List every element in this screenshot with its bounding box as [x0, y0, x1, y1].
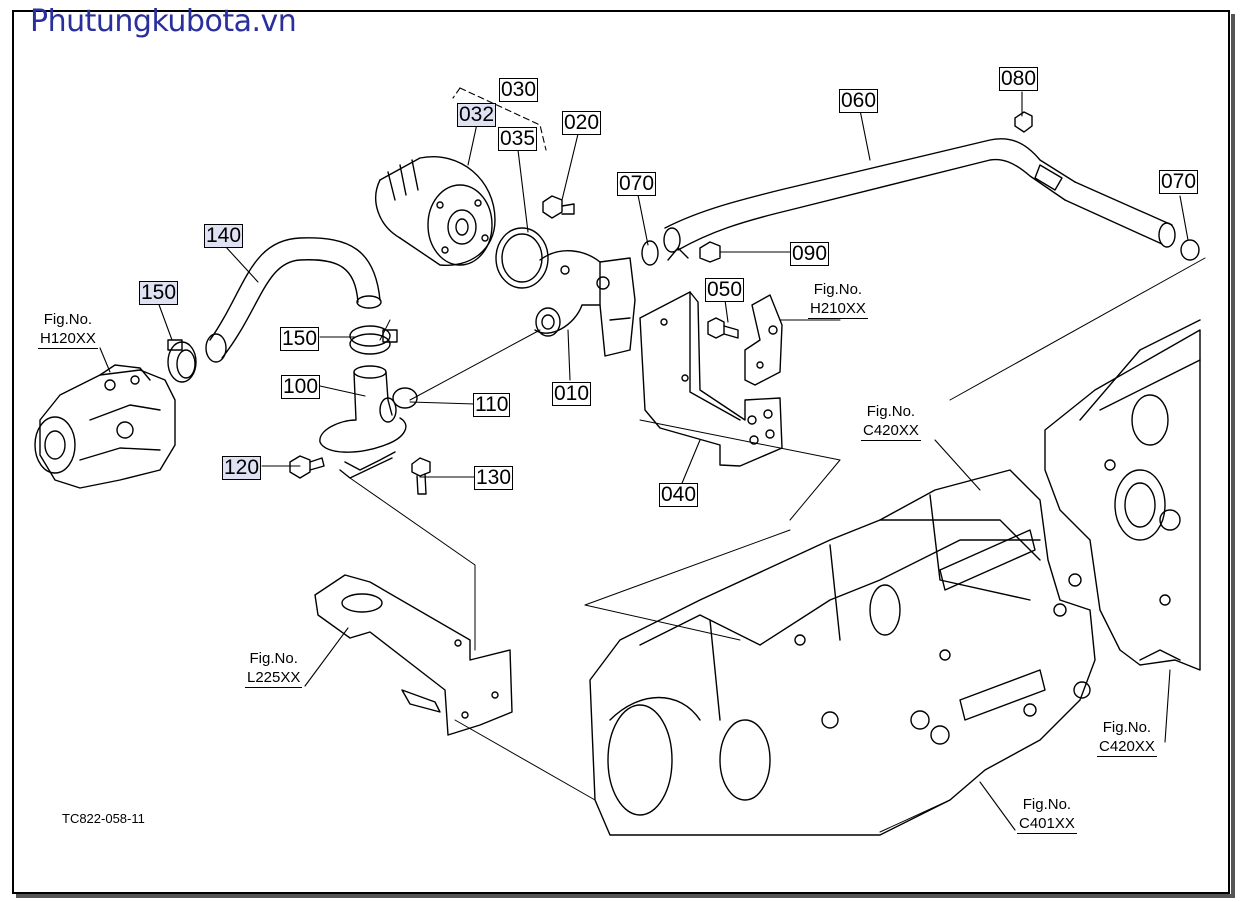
brand-watermark: Phutungkubota.vn [30, 4, 297, 39]
leader-lines [99, 87, 1189, 831]
part-callout-060[interactable]: 060 [839, 89, 879, 113]
bolt-130 [411, 457, 431, 495]
o-ring-035 [495, 227, 549, 289]
bolt-050 [707, 317, 739, 339]
fig-ref-l225-label: Fig.No. [249, 650, 298, 667]
suction-pipe [319, 365, 407, 479]
part-callout-050[interactable]: 050 [705, 278, 745, 302]
part-callout-035[interactable]: 035 [498, 127, 538, 151]
part-callout-110[interactable]: 110 [473, 393, 511, 417]
part-callout-032[interactable]: 032 [457, 103, 497, 127]
part-callout-030[interactable]: 030 [499, 78, 539, 102]
fig-ref-c420-top-code: C420XX [861, 422, 921, 441]
part-callout-070-right[interactable]: 070 [1159, 170, 1199, 194]
fig-ref-c420-bottom[interactable]: Fig.No. C420XX [1097, 718, 1157, 757]
fig-ref-l225[interactable]: Fig.No. L225XX [245, 649, 303, 688]
o-ring-070-left [641, 240, 659, 266]
support-bracket [639, 291, 783, 467]
part-callout-140[interactable]: 140 [204, 224, 244, 248]
rear-housing [1044, 319, 1201, 671]
fig-ref-h120-code: H120XX [38, 330, 98, 349]
bolt-090 [699, 241, 721, 263]
part-callout-040[interactable]: 040 [659, 483, 699, 507]
plate-bracket-h210 [744, 294, 783, 386]
part-callout-150-right[interactable]: 150 [280, 327, 320, 351]
part-callout-020[interactable]: 020 [562, 111, 602, 135]
delivery-pipe [663, 138, 1176, 261]
part-callout-100[interactable]: 100 [281, 375, 321, 399]
diagram-frame [12, 10, 1230, 894]
hose-clamp-left [167, 339, 197, 383]
part-callout-120[interactable]: 120 [222, 456, 262, 480]
oil-filter [375, 156, 496, 266]
transmission-case [589, 469, 1096, 836]
assembly-lines [349, 257, 1206, 833]
bolt-020 [542, 195, 575, 219]
fig-ref-c420-bottom-code: C420XX [1097, 738, 1157, 757]
fig-ref-c401[interactable]: Fig.No. C401XX [1017, 795, 1077, 834]
filter-bracket [534, 250, 636, 357]
fig-ref-h120-label: Fig.No. [43, 311, 93, 328]
bolt-080 [1014, 111, 1033, 133]
fig-ref-c401-code: C401XX [1017, 815, 1077, 834]
fig-ref-c420-top-label: Fig.No. [866, 403, 916, 420]
diagram-code: TC822-058-11 [62, 811, 145, 826]
fig-ref-l225-code: L225XX [245, 669, 303, 688]
hose-clamp-right [349, 325, 398, 355]
fig-ref-c420-top[interactable]: Fig.No. C420XX [861, 402, 921, 441]
fig-ref-c420-bottom-label: Fig.No. [1102, 719, 1152, 736]
o-ring-070-right [1180, 239, 1200, 261]
fig-ref-h120[interactable]: Fig.No. H120XX [38, 310, 98, 349]
part-callout-090[interactable]: 090 [790, 242, 830, 266]
frame-shadow-bottom [16, 894, 1235, 898]
part-callout-150-left[interactable]: 150 [139, 281, 179, 305]
fig-ref-h210[interactable]: Fig.No. H210XX [808, 280, 868, 319]
mount-bracket-l225 [314, 574, 513, 736]
bolt-120 [289, 455, 325, 479]
part-callout-130[interactable]: 130 [474, 466, 514, 490]
fig-ref-h210-code: H210XX [808, 300, 868, 319]
part-callout-010[interactable]: 010 [552, 382, 592, 406]
o-ring-110 [392, 387, 418, 409]
fig-ref-h210-label: Fig.No. [813, 281, 863, 298]
suction-hose [205, 237, 382, 363]
fig-ref-c401-label: Fig.No. [1022, 796, 1072, 813]
hydraulic-pump [34, 364, 176, 489]
part-callout-080[interactable]: 080 [999, 67, 1039, 91]
frame-shadow-right [1231, 14, 1235, 898]
part-callout-070-left[interactable]: 070 [617, 172, 657, 196]
